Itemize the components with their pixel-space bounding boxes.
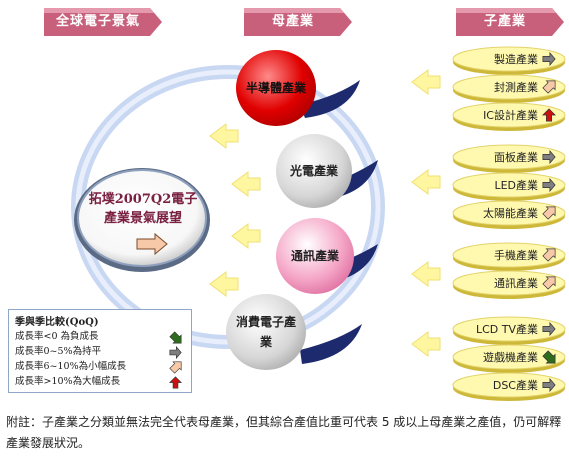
mother-consumer-electronics: 消費電子產業	[226, 294, 306, 370]
legend-row: 成長率>10%為大幅成長	[15, 376, 121, 387]
sub-industry-label: 遊戲機產業	[483, 351, 538, 364]
sub-industry-label: 製造產業	[494, 53, 538, 66]
sub-industry-label: DSC產業	[492, 379, 538, 392]
flat-arrow-icon	[542, 322, 556, 336]
large-growth-arrow-icon	[542, 108, 556, 122]
center-title-line1: 拓墣2007Q2電子	[88, 192, 198, 207]
mother-consumer-electronics-label: 消費電子產業	[235, 315, 296, 349]
small-growth-arrow-icon	[542, 80, 556, 94]
flat-arrow-icon	[542, 178, 556, 192]
sub-industry-label: 通訊產業	[494, 277, 538, 290]
sub-industry-item: 遊戲機產業	[456, 346, 566, 369]
small-growth-arrow-icon	[542, 276, 556, 290]
mother-optoelectronics: 光電產業	[276, 134, 352, 208]
legend-row: 成長率0~5%為持平	[15, 346, 102, 357]
sub-industry-item: DSC產業	[456, 374, 566, 397]
header-mother-industry-label: 母產業	[271, 14, 314, 29]
sub-industry-item: LED產業	[456, 174, 566, 197]
center-title-line2: 產業景氣展望	[103, 211, 182, 226]
sub-industry-label: 封測產業	[494, 81, 538, 94]
sub-industry-label: 太陽能產業	[483, 207, 538, 220]
negative-arrow-icon	[169, 331, 182, 344]
flat-arrow-icon	[542, 150, 556, 164]
flat-arrow-icon	[169, 346, 182, 359]
mother-communications-label: 通訊產業	[290, 249, 339, 263]
legend-title: 季與季比較(QoQ)	[15, 317, 99, 328]
sub-industry-label: IC設計產業	[483, 109, 538, 122]
large-growth-arrow-icon	[169, 376, 182, 389]
sub-industry-item: 太陽能產業	[456, 202, 566, 225]
sub-industry-item: LCD TV產業	[456, 318, 566, 341]
mother-communications: 通訊產業	[276, 218, 354, 294]
header-global-electronics: 全球電子景氣	[44, 6, 164, 38]
sub-industry-label: LCD TV產業	[475, 323, 538, 336]
header-sub-industry-label: 子產業	[483, 14, 526, 29]
sub-industry-item: 手機產業	[456, 244, 566, 267]
header-sub-industry: 子產業	[456, 6, 566, 38]
sub-industry-label: LED產業	[494, 179, 538, 192]
small-growth-arrow-icon	[542, 248, 556, 262]
legend: 季與季比較(QoQ) 成長率<0 為負成長成長率0~5%為持平成長率6~10%為…	[8, 309, 192, 393]
sub-industry-item: 面板產業	[456, 146, 566, 169]
mother-semiconductor-label: 半導體產業	[245, 81, 306, 95]
negative-arrow-icon	[542, 350, 556, 364]
small-growth-arrow-icon	[169, 361, 182, 374]
header-global-electronics-label: 全球電子景氣	[55, 14, 140, 29]
sub-industry-label: 面板產業	[494, 151, 538, 164]
flat-arrow-icon	[542, 52, 556, 66]
header-mother-industry: 母產業	[244, 6, 354, 38]
small-growth-arrow-icon	[542, 206, 556, 220]
sub-industry-item: 通訊產業	[456, 272, 566, 295]
legend-row: 成長率6~10%為小幅成長	[15, 361, 127, 372]
legend-row: 成長率<0 為負成長	[15, 331, 99, 342]
mother-semiconductor: 半導體產業	[236, 50, 316, 126]
footnote: 附註：子產業之分類並無法完全代表母產業，但其綜合產值比重可代表 5 成以上母產業…	[6, 415, 562, 450]
sub-industry-item: IC設計產業	[456, 104, 566, 127]
sub-industry-item: 製造產業	[456, 48, 566, 71]
sub-industry-label: 手機產業	[494, 249, 538, 262]
mother-optoelectronics-label: 光電產業	[289, 164, 338, 178]
sub-industry-item: 封測產業	[456, 76, 566, 99]
flat-arrow-icon	[542, 378, 556, 392]
center-title: 拓墣2007Q2電子 產業景氣展望	[78, 190, 208, 228]
